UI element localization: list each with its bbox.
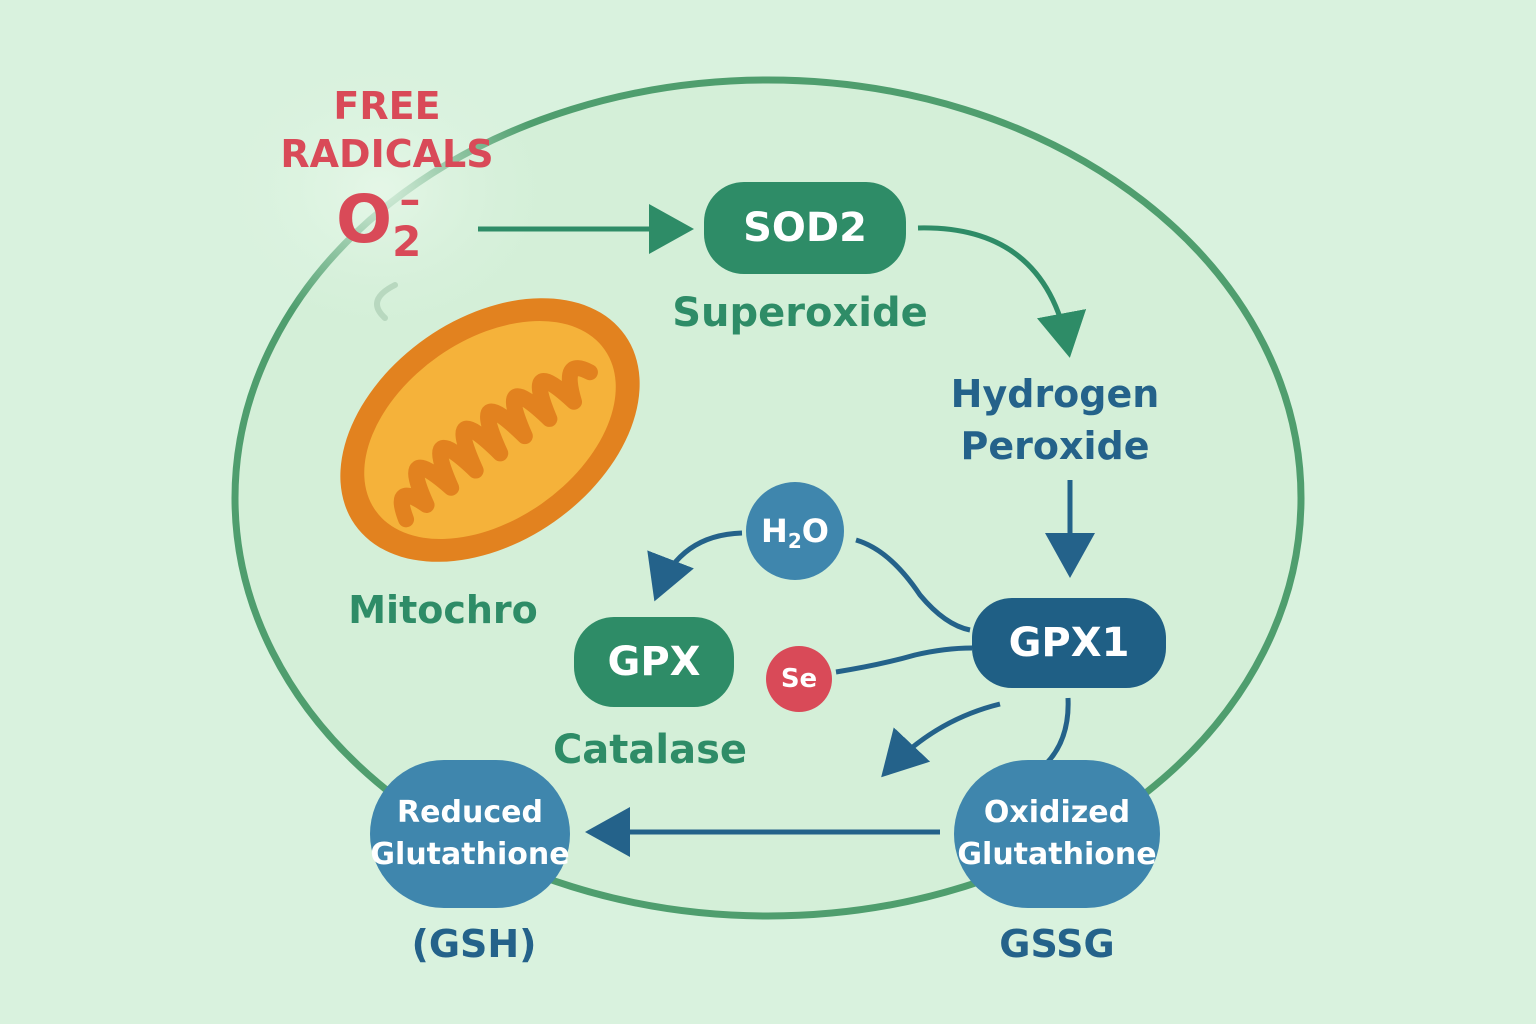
mitochondria-label: Mitochro bbox=[348, 588, 538, 632]
sod2-label: SOD2 bbox=[743, 205, 867, 251]
free-radical-glow bbox=[210, 50, 550, 330]
mitochondrion-icon bbox=[340, 298, 640, 562]
cell-membrane bbox=[231, 76, 1305, 920]
superoxide-superscript: – bbox=[399, 175, 421, 224]
superoxide-base: O bbox=[336, 181, 393, 258]
selenium-label: Se bbox=[780, 664, 818, 694]
mito-ring-deco bbox=[374, 282, 398, 321]
hydrogen-peroxide-line1: Hydrogen bbox=[950, 372, 1160, 416]
arrow-sod2-to-peroxide bbox=[917, 225, 1087, 358]
arrow-gpx1-to-center bbox=[881, 701, 1001, 778]
reduced-glutathione-line2: Glutathione bbox=[370, 837, 570, 872]
line-selenium-to-gpx1 bbox=[835, 645, 973, 675]
free-radicals-label: FREE RADICALS bbox=[280, 82, 493, 178]
free-radicals-line2: RADICALS bbox=[280, 132, 494, 176]
line-water-to-gpx1 bbox=[855, 537, 971, 633]
superoxide-caption: Superoxide bbox=[672, 290, 928, 336]
reduced-glutathione-node: Reduced Glutathione bbox=[370, 760, 570, 908]
gsh-label: (GSH) bbox=[411, 922, 537, 966]
selenium-node: Se bbox=[766, 646, 832, 712]
superoxide-subscript: 2 bbox=[392, 217, 422, 266]
gpx-label: GPX bbox=[607, 639, 701, 685]
catalase-caption: Catalase bbox=[552, 727, 748, 773]
reduced-glutathione-line1: Reduced bbox=[397, 795, 543, 830]
water-subscript: 2 bbox=[787, 529, 802, 553]
water-base: H bbox=[761, 512, 788, 550]
sod2-node: SOD2 bbox=[704, 182, 906, 274]
superoxide-symbol: O2– bbox=[336, 175, 442, 268]
gssg-label: GSSG bbox=[999, 922, 1115, 966]
gpx-node: GPX bbox=[574, 617, 734, 707]
hydrogen-peroxide-label: Hydrogen Peroxide bbox=[951, 368, 1160, 472]
water-tail: O bbox=[801, 512, 829, 550]
hydrogen-peroxide-line2: Peroxide bbox=[960, 424, 1150, 468]
oxidized-glutathione-line1: Oxidized bbox=[983, 795, 1131, 830]
free-radicals-line1: FREE bbox=[333, 84, 441, 128]
gpx1-node: GPX1 bbox=[972, 598, 1166, 688]
gpx1-label: GPX1 bbox=[1008, 620, 1130, 666]
oxidized-glutathione-node: Oxidized Glutathione bbox=[954, 760, 1160, 908]
arrow-water-to-gpx bbox=[647, 530, 743, 602]
oxidized-glutathione-line2: Glutathione bbox=[957, 837, 1157, 872]
